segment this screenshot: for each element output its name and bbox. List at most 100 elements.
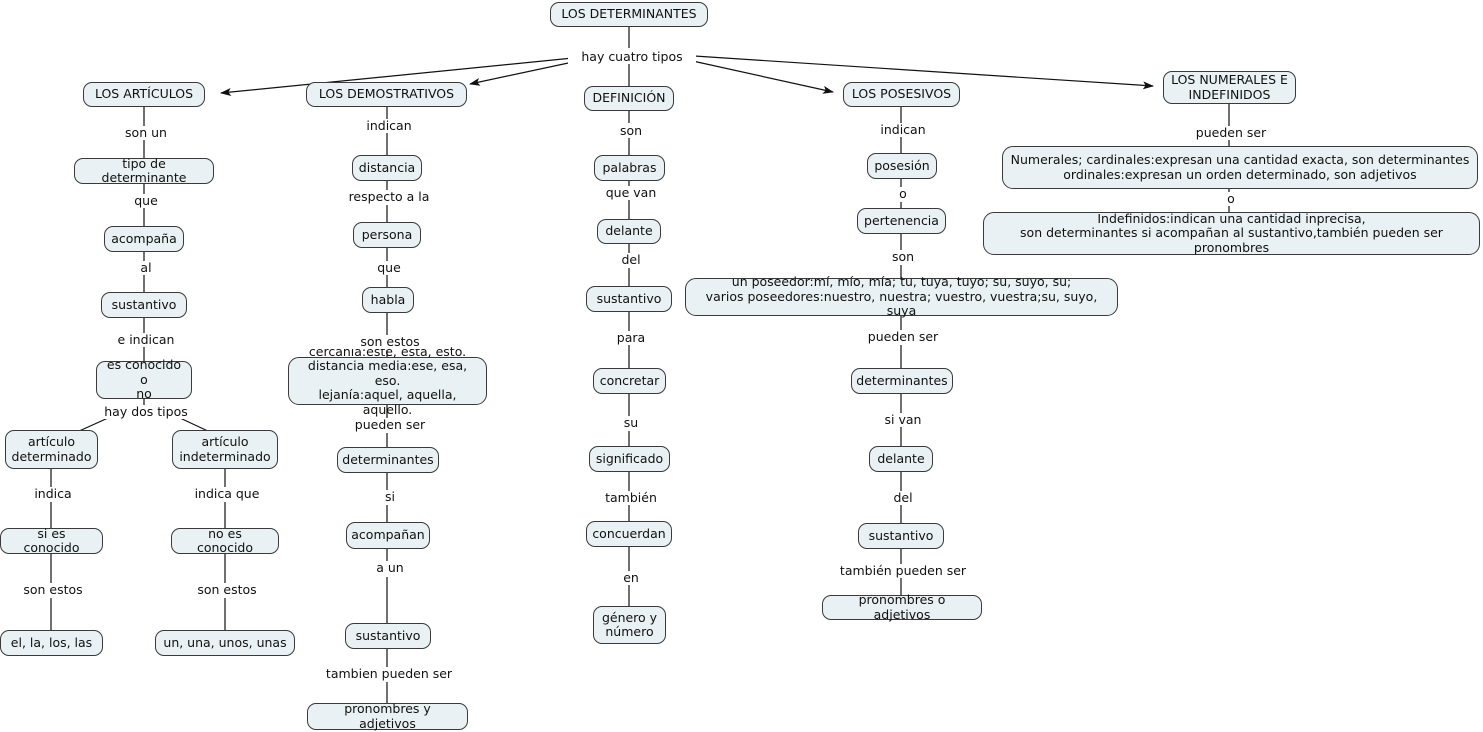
link-label-articulos-3: e indican — [104, 333, 188, 347]
node-articulos-title[interactable]: LOS ARTÍCULOS — [83, 82, 205, 107]
node-definicion-title[interactable]: DEFINICIÓN — [584, 86, 674, 111]
link-label-definicion-1: que van — [592, 186, 670, 200]
link-label-articulos-1: que — [114, 194, 178, 208]
node-si-es-conocido[interactable]: si es conocido — [0, 525, 103, 555]
node-definicion-concuerdan[interactable]: concuerdan — [586, 521, 672, 547]
node-definicion-genero-numero[interactable]: género y número — [593, 606, 666, 644]
node-posesivos-pertenencia[interactable]: pertenencia — [857, 208, 946, 234]
link-label-definicion-4: su — [609, 416, 653, 430]
node-posesivos-pronombres[interactable]: pronombres o adjetivos — [822, 592, 982, 622]
link-label-posesivos-4: si van — [873, 413, 933, 427]
node-no-es-conocido[interactable]: no es conocido — [171, 525, 279, 555]
node-label: acompañan — [351, 527, 425, 543]
link-label-posesivos-1: o — [888, 187, 918, 201]
node-indefinidos-detalle[interactable]: Indefinidos:indican una cantidad inpreci… — [983, 211, 1480, 255]
link-label-posesivos-0: indican — [862, 123, 944, 137]
node-label: un, una, unos, unas — [163, 634, 287, 650]
link-label-demostrativos-5: si — [367, 490, 413, 504]
node-label: posesión — [874, 157, 930, 173]
link-label-articulos-2: al — [119, 261, 173, 275]
node-demostrativos-persona[interactable]: persona — [353, 222, 421, 248]
node-label: un poseedor:mí, mío, mía; tu, tuya, tuyo… — [705, 274, 1098, 319]
node-articulo-determinado[interactable]: artículo determinado — [5, 430, 98, 469]
node-label: el, la, los, las — [10, 634, 93, 650]
node-label: si es conocido — [23, 525, 80, 555]
link-label-articulos-0: son un — [104, 126, 188, 140]
node-label: género y número — [601, 609, 658, 639]
link-label-demostrativos-7: tambien pueden ser — [322, 667, 456, 681]
node-posesivos-determinantes[interactable]: determinantes — [851, 368, 953, 394]
link-label-demostrativos-2: que — [362, 261, 416, 275]
node-demostrativos-title[interactable]: LOS DEMOSTRATIVOS — [306, 82, 467, 107]
node-label: sustantivo — [596, 290, 662, 306]
link-label-definicion-0: son — [602, 124, 660, 138]
link-label-demostrativos-3: son estos — [348, 335, 432, 349]
node-label: LOS NUMERALES E INDEFINIDOS — [1171, 72, 1288, 102]
link-label-indeterminado-0: indica que — [184, 487, 270, 501]
node-label: tipo de determinante — [101, 155, 187, 185]
node-demostrativos-lista[interactable]: cercanía:este, esta, esto. distancia med… — [288, 344, 487, 416]
node-label: habla — [370, 291, 406, 307]
link-label-demostrativos-4: pueden ser — [344, 418, 436, 432]
node-posesivos-delante[interactable]: delante — [869, 446, 933, 472]
node-demostrativos-distancia[interactable]: distancia — [352, 155, 422, 181]
node-definicion-palabras[interactable]: palabras — [594, 155, 665, 181]
node-definicion-significado[interactable]: significado — [589, 446, 670, 472]
node-articulos-indeterminados-list[interactable]: un, una, unos, unas — [155, 630, 295, 656]
node-articulos-es-conocido[interactable]: es conocido o no — [96, 357, 192, 402]
node-posesivos-posesion[interactable]: posesión — [867, 153, 937, 179]
node-label: artículo determinado — [11, 434, 92, 464]
link-label-posesivos-3: pueden ser — [857, 330, 949, 344]
link-label-definicion-5: también — [597, 491, 665, 505]
node-posesivos-title[interactable]: LOS POSESIVOS — [843, 82, 960, 107]
node-label: sustantivo — [355, 627, 421, 643]
node-label: DEFINICIÓN — [592, 90, 666, 106]
node-label: acompaña — [111, 230, 177, 246]
node-label: no es conocido — [196, 525, 254, 555]
link-label-root-relation: hay cuatro tipos — [568, 50, 696, 64]
node-articulo-indeterminado[interactable]: artículo indeterminado — [172, 430, 278, 469]
node-label: pronombres y adjetivos — [344, 701, 431, 731]
node-demostrativos-sustantivo[interactable]: sustantivo — [345, 623, 431, 649]
node-articulos-tipo-determinante[interactable]: tipo de determinante — [74, 155, 214, 185]
node-label: delante — [877, 450, 925, 466]
node-articulos-sustantivo[interactable]: sustantivo — [101, 292, 187, 318]
node-posesivos-lista[interactable]: un poseedor:mí, mío, mía; tu, tuya, tuyo… — [685, 274, 1118, 319]
node-definicion-sustantivo[interactable]: sustantivo — [586, 286, 672, 312]
node-demostrativos-acompanan[interactable]: acompañan — [346, 522, 430, 549]
node-label: significado — [595, 450, 664, 466]
node-label: artículo indeterminado — [179, 434, 271, 464]
link-label-indeterminado-1: son estos — [184, 583, 270, 597]
node-label: Numerales; cardinales:expresan una canti… — [1010, 152, 1470, 182]
link-label-posesivos-5: del — [878, 491, 928, 505]
link-label-definicion-2: del — [606, 253, 656, 267]
link-label-demostrativos-0: indican — [348, 119, 430, 133]
node-label: distancia — [358, 159, 416, 175]
node-label: LOS ARTÍCULOS — [94, 86, 194, 102]
node-root[interactable]: LOS DETERMINANTES — [550, 2, 708, 27]
node-label: pertenencia — [864, 212, 939, 228]
node-definicion-concretar[interactable]: concretar — [593, 368, 666, 394]
link-label-determinado-0: indica — [16, 487, 90, 501]
node-numerales-title[interactable]: LOS NUMERALES E INDEFINIDOS — [1163, 71, 1296, 104]
node-label: LOS DETERMINANTES — [561, 6, 697, 22]
node-label: concuerdan — [592, 525, 666, 541]
link-label-demostrativos-6: a un — [362, 561, 418, 575]
node-label: sustantivo — [868, 527, 934, 543]
node-demostrativos-pronombres[interactable]: pronombres y adjetivos — [307, 701, 468, 731]
node-label: es conocido o no — [106, 357, 182, 402]
link-label-posesivos-6: también pueden ser — [831, 564, 975, 578]
node-numerales-detalle[interactable]: Numerales; cardinales:expresan una canti… — [1002, 146, 1478, 189]
node-label: determinantes — [342, 451, 434, 467]
node-label: cercanía:este, esta, esto. distancia med… — [307, 343, 468, 417]
node-label: pronombres o adjetivos — [858, 592, 946, 622]
node-posesivos-sustantivo[interactable]: sustantivo — [858, 523, 944, 549]
node-articulos-acompana[interactable]: acompaña — [104, 226, 184, 252]
node-label: delante — [605, 223, 653, 239]
node-demostrativos-habla[interactable]: habla — [362, 287, 414, 313]
node-demostrativos-determinantes[interactable]: determinantes — [337, 447, 439, 473]
node-articulos-determinados-list[interactable]: el, la, los, las — [0, 630, 103, 656]
node-definicion-delante[interactable]: delante — [597, 219, 661, 244]
